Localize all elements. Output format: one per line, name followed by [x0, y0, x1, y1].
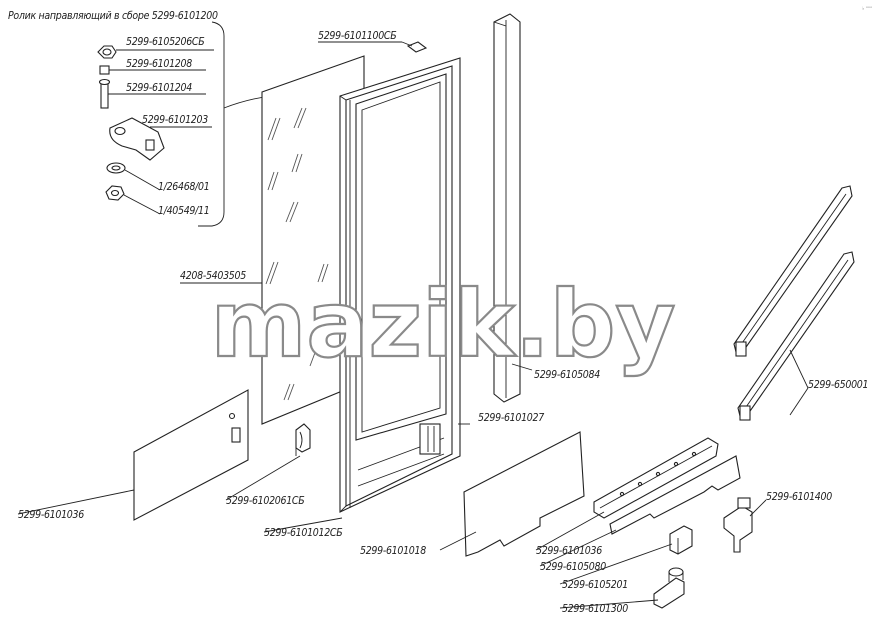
- label-5299-6101012sb: 5299-6101012СБ: [264, 527, 342, 539]
- roller-leaders: [108, 49, 214, 215]
- hinge: [723, 497, 753, 553]
- roller-washer-hole: [111, 165, 121, 171]
- door-handle: [295, 423, 311, 456]
- label-5299-6101100sb: 5299-6101100СБ: [318, 30, 396, 42]
- small-block-body: [669, 525, 693, 555]
- roller-lock-nut-hole: [110, 189, 120, 197]
- middle-panel-plate: [463, 431, 585, 557]
- label-4208-5403505: 4208-5403505: [180, 270, 246, 282]
- door-lock-body: [653, 577, 685, 609]
- door-frame: [339, 41, 461, 513]
- label-5299-6101204: 5299-6101204: [126, 82, 192, 94]
- glass-reflection-marks: [265, 107, 329, 401]
- main-leaders: [17, 41, 809, 609]
- roller-bracket-boss: [145, 139, 155, 151]
- door-top-roller: [406, 41, 428, 53]
- door-lock: [653, 567, 685, 609]
- door-lock-block: [419, 423, 441, 455]
- label-5299-650001: 5299-650001: [808, 379, 868, 391]
- roller-nut-hole: [102, 48, 112, 56]
- cover-panel-plate: [133, 389, 249, 521]
- small-block: [669, 525, 693, 555]
- assembly-title: Ролик направляющий в сборе 5299-6101200: [8, 10, 218, 22]
- label-5299-6105201: 5299-6105201: [562, 579, 628, 591]
- handrail-upper-end: [735, 341, 747, 357]
- part-labels: 5299-6105206СБ 5299-6101208 5299-6101204…: [18, 30, 869, 615]
- label-5299-6101027: 5299-6101027: [478, 412, 544, 424]
- label-5299-6105080: 5299-6105080: [540, 561, 606, 573]
- watermark-text: mazik.by: [211, 271, 676, 378]
- glass-panel: [261, 55, 365, 425]
- label-5299-6101300: 5299-6101300: [562, 603, 628, 615]
- label-5299-6105206sb: 5299-6105206СБ: [126, 36, 204, 48]
- hinge-body: [723, 505, 753, 553]
- label-5299-6105084: 5299-6105084: [534, 369, 600, 381]
- label-5299-6101018: 5299-6101018: [360, 545, 426, 557]
- roller-axle: [100, 81, 109, 109]
- cover-panel-hole: [228, 412, 236, 420]
- corner-mark: ♭ ᵒᵒᵒ: [862, 6, 872, 12]
- lower-cover-panel: [133, 389, 249, 521]
- label-5299-6101036-left: 5299-6101036: [18, 509, 84, 521]
- roller-bracket-hole: [114, 126, 126, 136]
- label-1-40549-11: 1/40549/11: [158, 205, 209, 217]
- door-frame-window: [355, 73, 447, 441]
- door-lock-cylinder: [668, 567, 684, 577]
- assembly-bracket: [198, 21, 225, 227]
- roller-parts: [97, 45, 165, 201]
- cover-panel-slot: [231, 427, 241, 443]
- guide-rail: [593, 437, 719, 519]
- label-1-26468-01: 1/26468/01: [158, 181, 209, 193]
- roller-axle-head: [98, 78, 111, 86]
- label-5299-6101203: 5299-6101203: [142, 114, 208, 126]
- roller-spacer: [99, 65, 110, 75]
- label-5299-6101400: 5299-6101400: [766, 491, 832, 503]
- label-5299-6101208: 5299-6101208: [126, 58, 192, 70]
- guide-rail-holes: [619, 451, 697, 497]
- lower-bar: [609, 455, 741, 535]
- lower-bar-body: [609, 455, 741, 535]
- door-handle-body: [295, 423, 311, 453]
- vertical-seal-strip: [493, 13, 521, 403]
- label-5299-6102061sb: 5299-6102061СБ: [226, 495, 304, 507]
- seal-strip-body: [493, 13, 521, 403]
- handrails: [733, 185, 855, 421]
- handrail-lower-end: [739, 405, 751, 421]
- guide-rail-body: [593, 437, 719, 519]
- lower-middle-panel: [463, 431, 585, 557]
- label-5299-6101036-right: 5299-6101036: [536, 545, 602, 557]
- hinge-pin-top: [737, 497, 751, 509]
